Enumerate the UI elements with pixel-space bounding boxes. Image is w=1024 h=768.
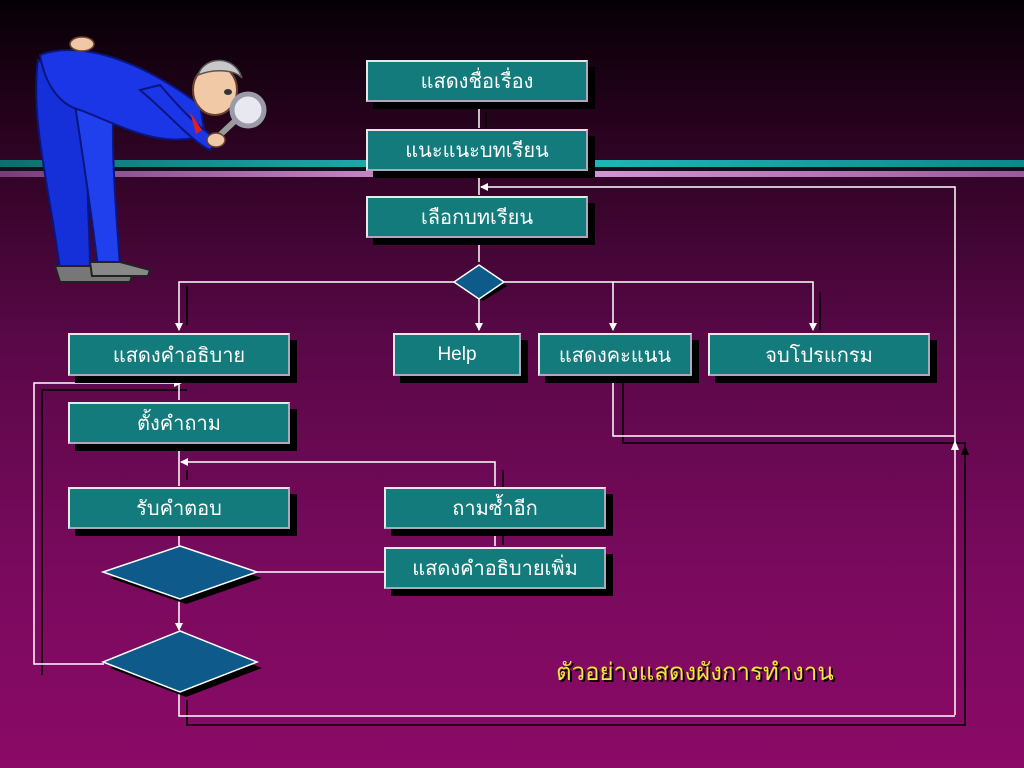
decision-diamond-answer [100,545,262,604]
box-intro-lesson: แนะแนะบทเรียน [366,129,588,171]
box-ask-again: ถามซ้ำอีก [384,487,606,529]
box-ask-question: ตั้งคำถาม [68,402,290,444]
box-show-title: แสดงชื่อเรื่อง [366,60,588,102]
decision-diamond-continue [100,630,262,697]
diagram-caption: ตัวอย่างแสดงผังการทำงาน [556,658,834,686]
box-show-more-explanation: แสดงคำอธิบายเพิ่ม [384,547,606,589]
connector-lines [33,102,956,717]
box-end-program: จบโปรแกรม [708,333,930,376]
header-stripe-pink [0,171,1024,177]
box-show-score: แสดงคะแนน [538,333,692,376]
box-choose-lesson: เลือกบทเรียน [366,196,588,238]
decision-diamond-top [452,264,507,301]
box-receive-answer: รับคำตอบ [68,487,290,529]
box-help: Help [393,333,521,376]
magnifying-glass-man-icon [35,36,267,283]
box-show-explanation: แสดงคำอธิบาย [68,333,290,376]
